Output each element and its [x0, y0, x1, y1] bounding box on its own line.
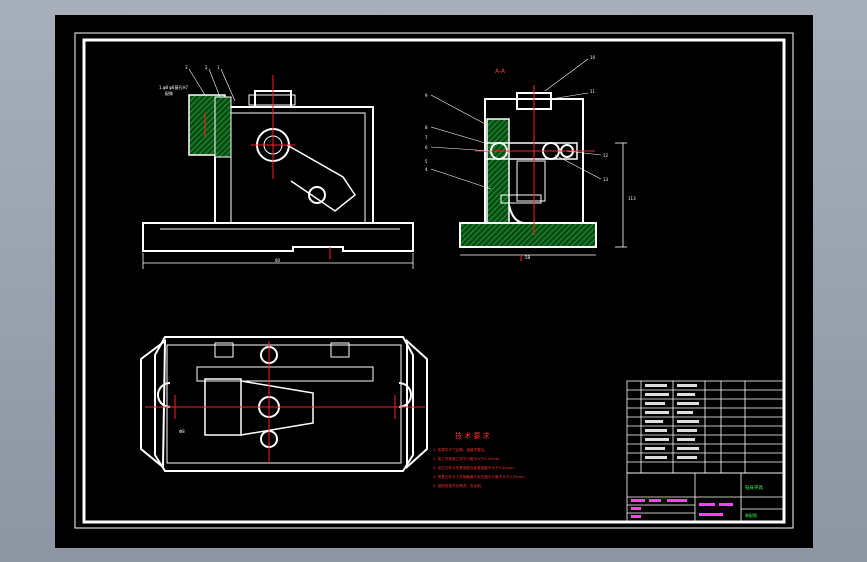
plan-note: Φ8 [179, 429, 185, 434]
drawing-number: 装配图 [745, 512, 757, 518]
svg-text:8: 8 [425, 125, 428, 130]
svg-text:58: 58 [525, 255, 531, 260]
cad-drawing: 1.φ8 φ6基孔H7 配做 3 2 1 80 A-A [74, 32, 794, 529]
tech-item-3: 3. 定位元件与夹具体配合面垂直度不大于0.02mm。 [433, 465, 517, 470]
plan-view [140, 336, 428, 472]
title-block-magenta [631, 499, 733, 518]
svg-text:11: 11 [590, 89, 596, 94]
tech-requirements: 技 术 要 求 1. 各零件尺寸正确，组装完整后。 2. 各工作表面之间平行度不… [433, 431, 528, 488]
plan-centerlines [145, 341, 425, 463]
section-label: A-A [495, 68, 506, 75]
svg-text:12: 12 [603, 153, 609, 158]
side-view [459, 92, 627, 256]
tech-item-4: 4. 夹紧元件与工件接触面与定位面平行度不大于0.02mm。 [433, 474, 528, 479]
side-centerlines [475, 85, 595, 261]
front-leader-1: 1 [217, 65, 220, 70]
parts-list [626, 380, 785, 474]
svg-text:9: 9 [425, 93, 428, 98]
drawing-canvas[interactable]: 1.φ8 φ6基孔H7 配做 3 2 1 80 A-A [55, 15, 813, 548]
front-leader-3: 3 [185, 65, 188, 70]
parts-list-entries [645, 384, 699, 459]
front-leader-2: 2 [205, 65, 208, 70]
tech-item-5: 5. 装配前各件应清洗、去毛刺。 [433, 483, 484, 488]
tech-title: 技 术 要 求 [455, 431, 490, 440]
svg-text:13: 13 [603, 177, 609, 182]
tech-item-2: 2. 各工作表面之间平行度不大于0.02mm。 [433, 456, 503, 461]
front-centerlines [204, 75, 331, 259]
front-leaders [188, 68, 236, 102]
front-callout-a: 1.φ8 φ6基孔H7 [159, 84, 188, 90]
side-callouts: 9 8 7 6 5 4 10 11 12 13 113 58 [425, 55, 636, 260]
svg-text:7: 7 [425, 135, 428, 140]
svg-text:113: 113 [628, 196, 636, 201]
tech-item-1: 1. 各零件尺寸正确，组装完整后。 [433, 447, 488, 452]
svg-text:4: 4 [425, 167, 428, 172]
front-callout-b: 配做 [165, 90, 173, 96]
svg-text:10: 10 [590, 55, 596, 60]
title-block [626, 472, 785, 522]
svg-text:5: 5 [425, 159, 428, 164]
inner-border [82, 38, 786, 524]
front-view [142, 90, 414, 269]
outer-border [74, 32, 794, 529]
drawing-title: 钻床夹具 [745, 484, 763, 491]
front-width-dim: 80 [275, 258, 281, 263]
svg-text:6: 6 [425, 145, 428, 150]
side-leaders [430, 58, 602, 190]
